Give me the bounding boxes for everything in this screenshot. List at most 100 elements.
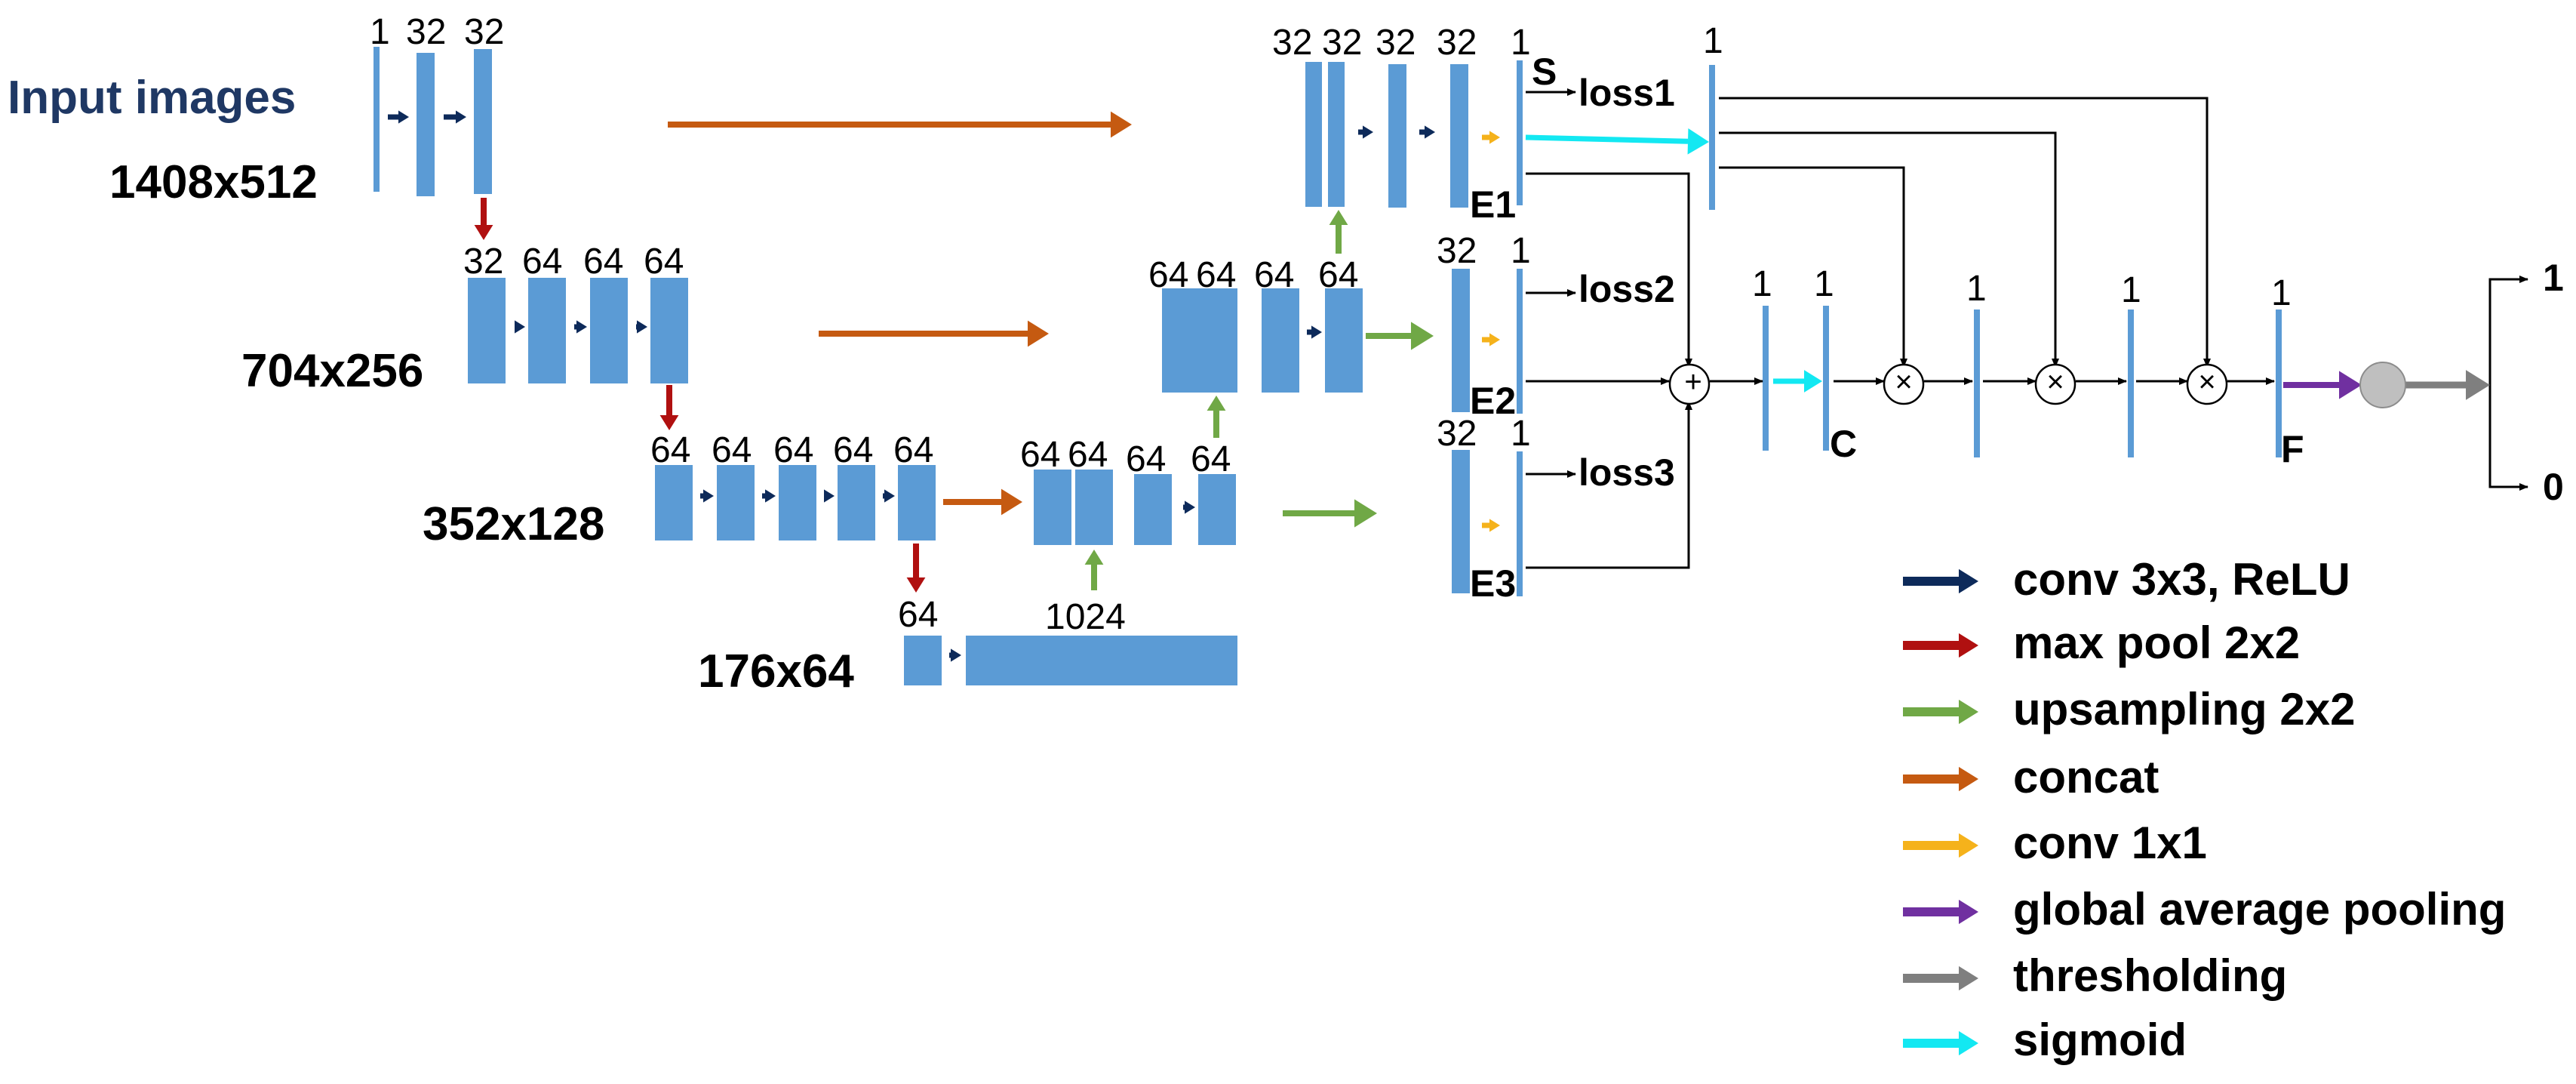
channel-label: 64 [712,430,752,470]
s-to-multiply3-connector [1719,97,2211,368]
label-e1: E1 [1470,183,1516,226]
conv3x3-arrow-head [703,489,714,503]
channel-label: 32 [464,12,504,52]
s-to-multiply2-connector [1719,131,2059,368]
conv3x3-arrow-head [1363,125,1373,139]
upsample-arrow-head [1354,499,1377,528]
channel-label: 64 [773,430,813,470]
feature-map-block [898,465,936,540]
legend-arrows [1903,568,1978,1056]
channel-label: 1 [1814,264,1834,304]
conv3x3-arrow-head [515,320,525,334]
legend-arrow-head [1959,633,1978,658]
feature-map-block [1450,64,1468,208]
channel-label: 32 [1437,414,1477,454]
diagram-title: Input images [8,72,296,124]
feature-map-block [1162,288,1200,393]
loss2-label: loss2 [1578,268,1675,310]
concat-arrow-head [1111,111,1132,138]
upsample-arrow-head [1084,550,1104,565]
legend-label: max pool 2x2 [2013,617,2300,668]
feature-map-block [474,49,492,194]
channel-label: 32 [463,242,503,282]
feature-map-block [1325,288,1363,393]
channel-label: 64 [1068,435,1108,475]
label-c: C [1830,423,1857,465]
sigmoid-arrow-shaft [1525,134,1689,144]
feature-map-block [1763,306,1769,451]
operator-nodes [1668,362,2406,408]
feature-map-block [1075,470,1113,545]
feature-map-block [2128,309,2134,457]
channel-label: 64 [1196,255,1236,295]
maxpool-arrow-head [474,225,493,240]
times-symbol: × [2046,365,2064,399]
channel-label: 1 [1511,23,1531,63]
upsample-arrow-head [1329,210,1348,225]
channel-label: 64 [650,430,690,470]
channel-label: 32 [1322,23,1362,63]
channel-label: 64 [833,430,873,470]
label-f: F [2281,428,2304,470]
conv1x1-arrow-head [1489,519,1500,532]
conv1x1-arrow-head [1489,131,1500,144]
channel-label: 1 [2121,270,2141,310]
times-symbol: × [1895,365,1912,399]
legend-arrow-head [1959,1030,1978,1056]
feature-map-block [779,465,816,540]
output-one-connector [2488,276,2528,385]
concat-arrow-head [1028,320,1049,347]
conv3x3-arrow-head [576,320,587,334]
channel-label: 64 [522,242,562,282]
gap-arrow-head [2339,371,2362,399]
legend-label: concat [2013,752,2159,802]
legend-arrow-head [1959,568,1978,594]
channel-label: 64 [1126,439,1166,479]
legend-arrow-head [1959,699,1978,725]
conv3x3-arrow-head [1311,325,1322,339]
conv3x3-arrow-head [398,110,409,124]
conv3x3-arrow-head [637,320,647,334]
channel-label: 32 [1437,23,1477,63]
feature-map-block [1974,309,1980,457]
e3-to-sum-connector [1526,401,1692,569]
legend-label: conv 1x1 [2013,818,2207,868]
legend-label: conv 3x3, ReLU [2013,554,2350,605]
feature-map-block [1452,450,1470,593]
sigmoid-arrow-head [1804,370,1822,393]
operator-circle [1668,363,1711,405]
channel-label: 32 [406,12,446,52]
conv3x3-arrow-head [951,648,961,662]
resolution-level3: 352x128 [423,498,604,550]
output-zero-connector [2488,385,2528,491]
conv3x3-arrow-head [824,489,835,503]
conv3x3-arrow-head [765,489,776,503]
threshold-arrow-head [2466,370,2490,400]
times-symbol: × [2198,365,2215,399]
feature-map-block [1305,62,1322,207]
legend-label: thresholding [2013,950,2287,1001]
threshold-node [2359,362,2406,408]
channel-label: 1024 [1045,597,1126,637]
channel-label: 64 [1020,435,1060,475]
upsample-arrow-head [1411,322,1434,350]
feature-map-blocks [373,47,2282,685]
feature-map-block [1328,62,1345,207]
legend-label: upsampling 2x2 [2013,684,2355,734]
resolution-level4: 176x64 [698,645,854,698]
channel-label: 64 [583,242,623,282]
conv3x3-arrow-head [456,110,466,124]
label-e2: E2 [1470,380,1516,422]
legend-arrow-head [1959,899,1978,925]
feature-map-block [717,465,755,540]
feature-map-block [417,53,435,196]
output-zero-label: 0 [2543,466,2564,508]
legend-arrow-head [1959,965,1978,991]
conv3x3-arrow-head [1425,125,1435,139]
maxpool-arrow-head [659,415,679,430]
feature-map-block [1709,65,1715,210]
channel-label: 64 [1191,439,1231,479]
resolution-level1: 1408x512 [109,156,318,208]
operator-circle [1883,363,1925,405]
